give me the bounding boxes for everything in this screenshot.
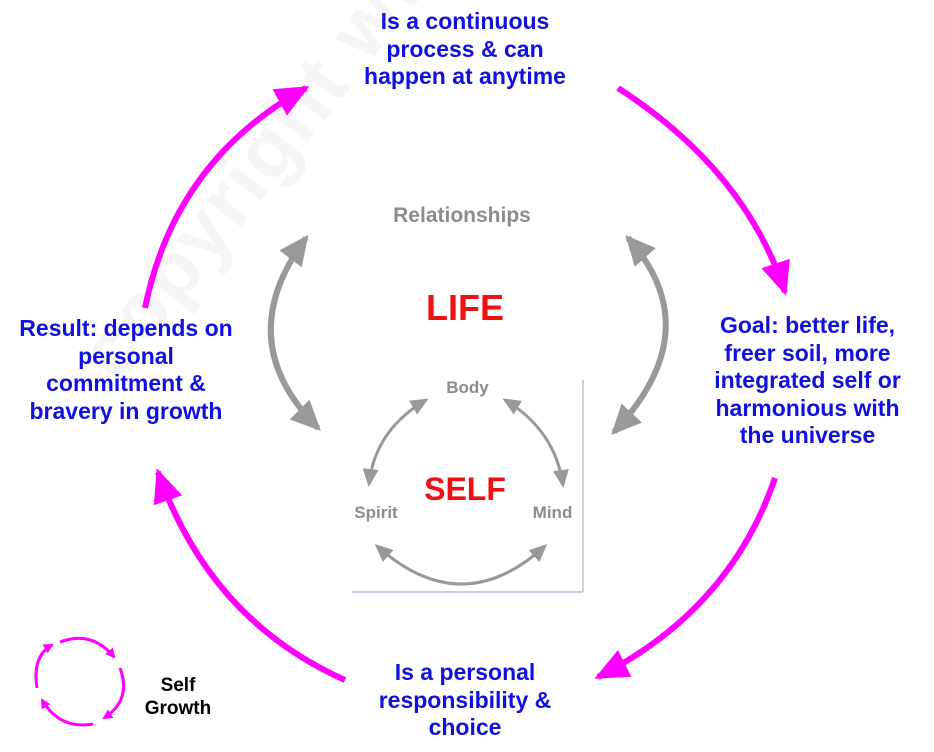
self-label: SELF: [424, 471, 506, 507]
relationships-label: Relationships: [393, 204, 531, 227]
life-label: LIFE: [426, 287, 504, 328]
label-left: Result: depends on personal commitment &…: [19, 315, 233, 424]
self-growth-label: Self Growth: [144, 675, 212, 719]
self-growth-icon: [34, 636, 125, 727]
outer-arrow-top-right: [616, 85, 790, 296]
label-right: Goal: better life, freer soil, more inte…: [714, 312, 901, 449]
body-label: Body: [446, 378, 489, 397]
self-arrow-left: [362, 398, 429, 487]
life-arrow-right: [611, 235, 669, 435]
self-arrow-right: [502, 398, 569, 488]
mind-label: Mind: [532, 503, 573, 522]
self-arrow-bottom: [374, 543, 548, 586]
label-top: Is a continuous process & can happen at …: [364, 8, 566, 90]
spirit-label: Spirit: [354, 503, 398, 522]
outer-arrow-bottom-left: [153, 468, 347, 683]
outer-arrow-top-left: [142, 85, 310, 309]
life-arrow-left: [267, 234, 321, 431]
label-bottom: Is a personal responsibility & choice: [378, 659, 552, 741]
outer-arrow-bottom-right: [594, 477, 778, 680]
